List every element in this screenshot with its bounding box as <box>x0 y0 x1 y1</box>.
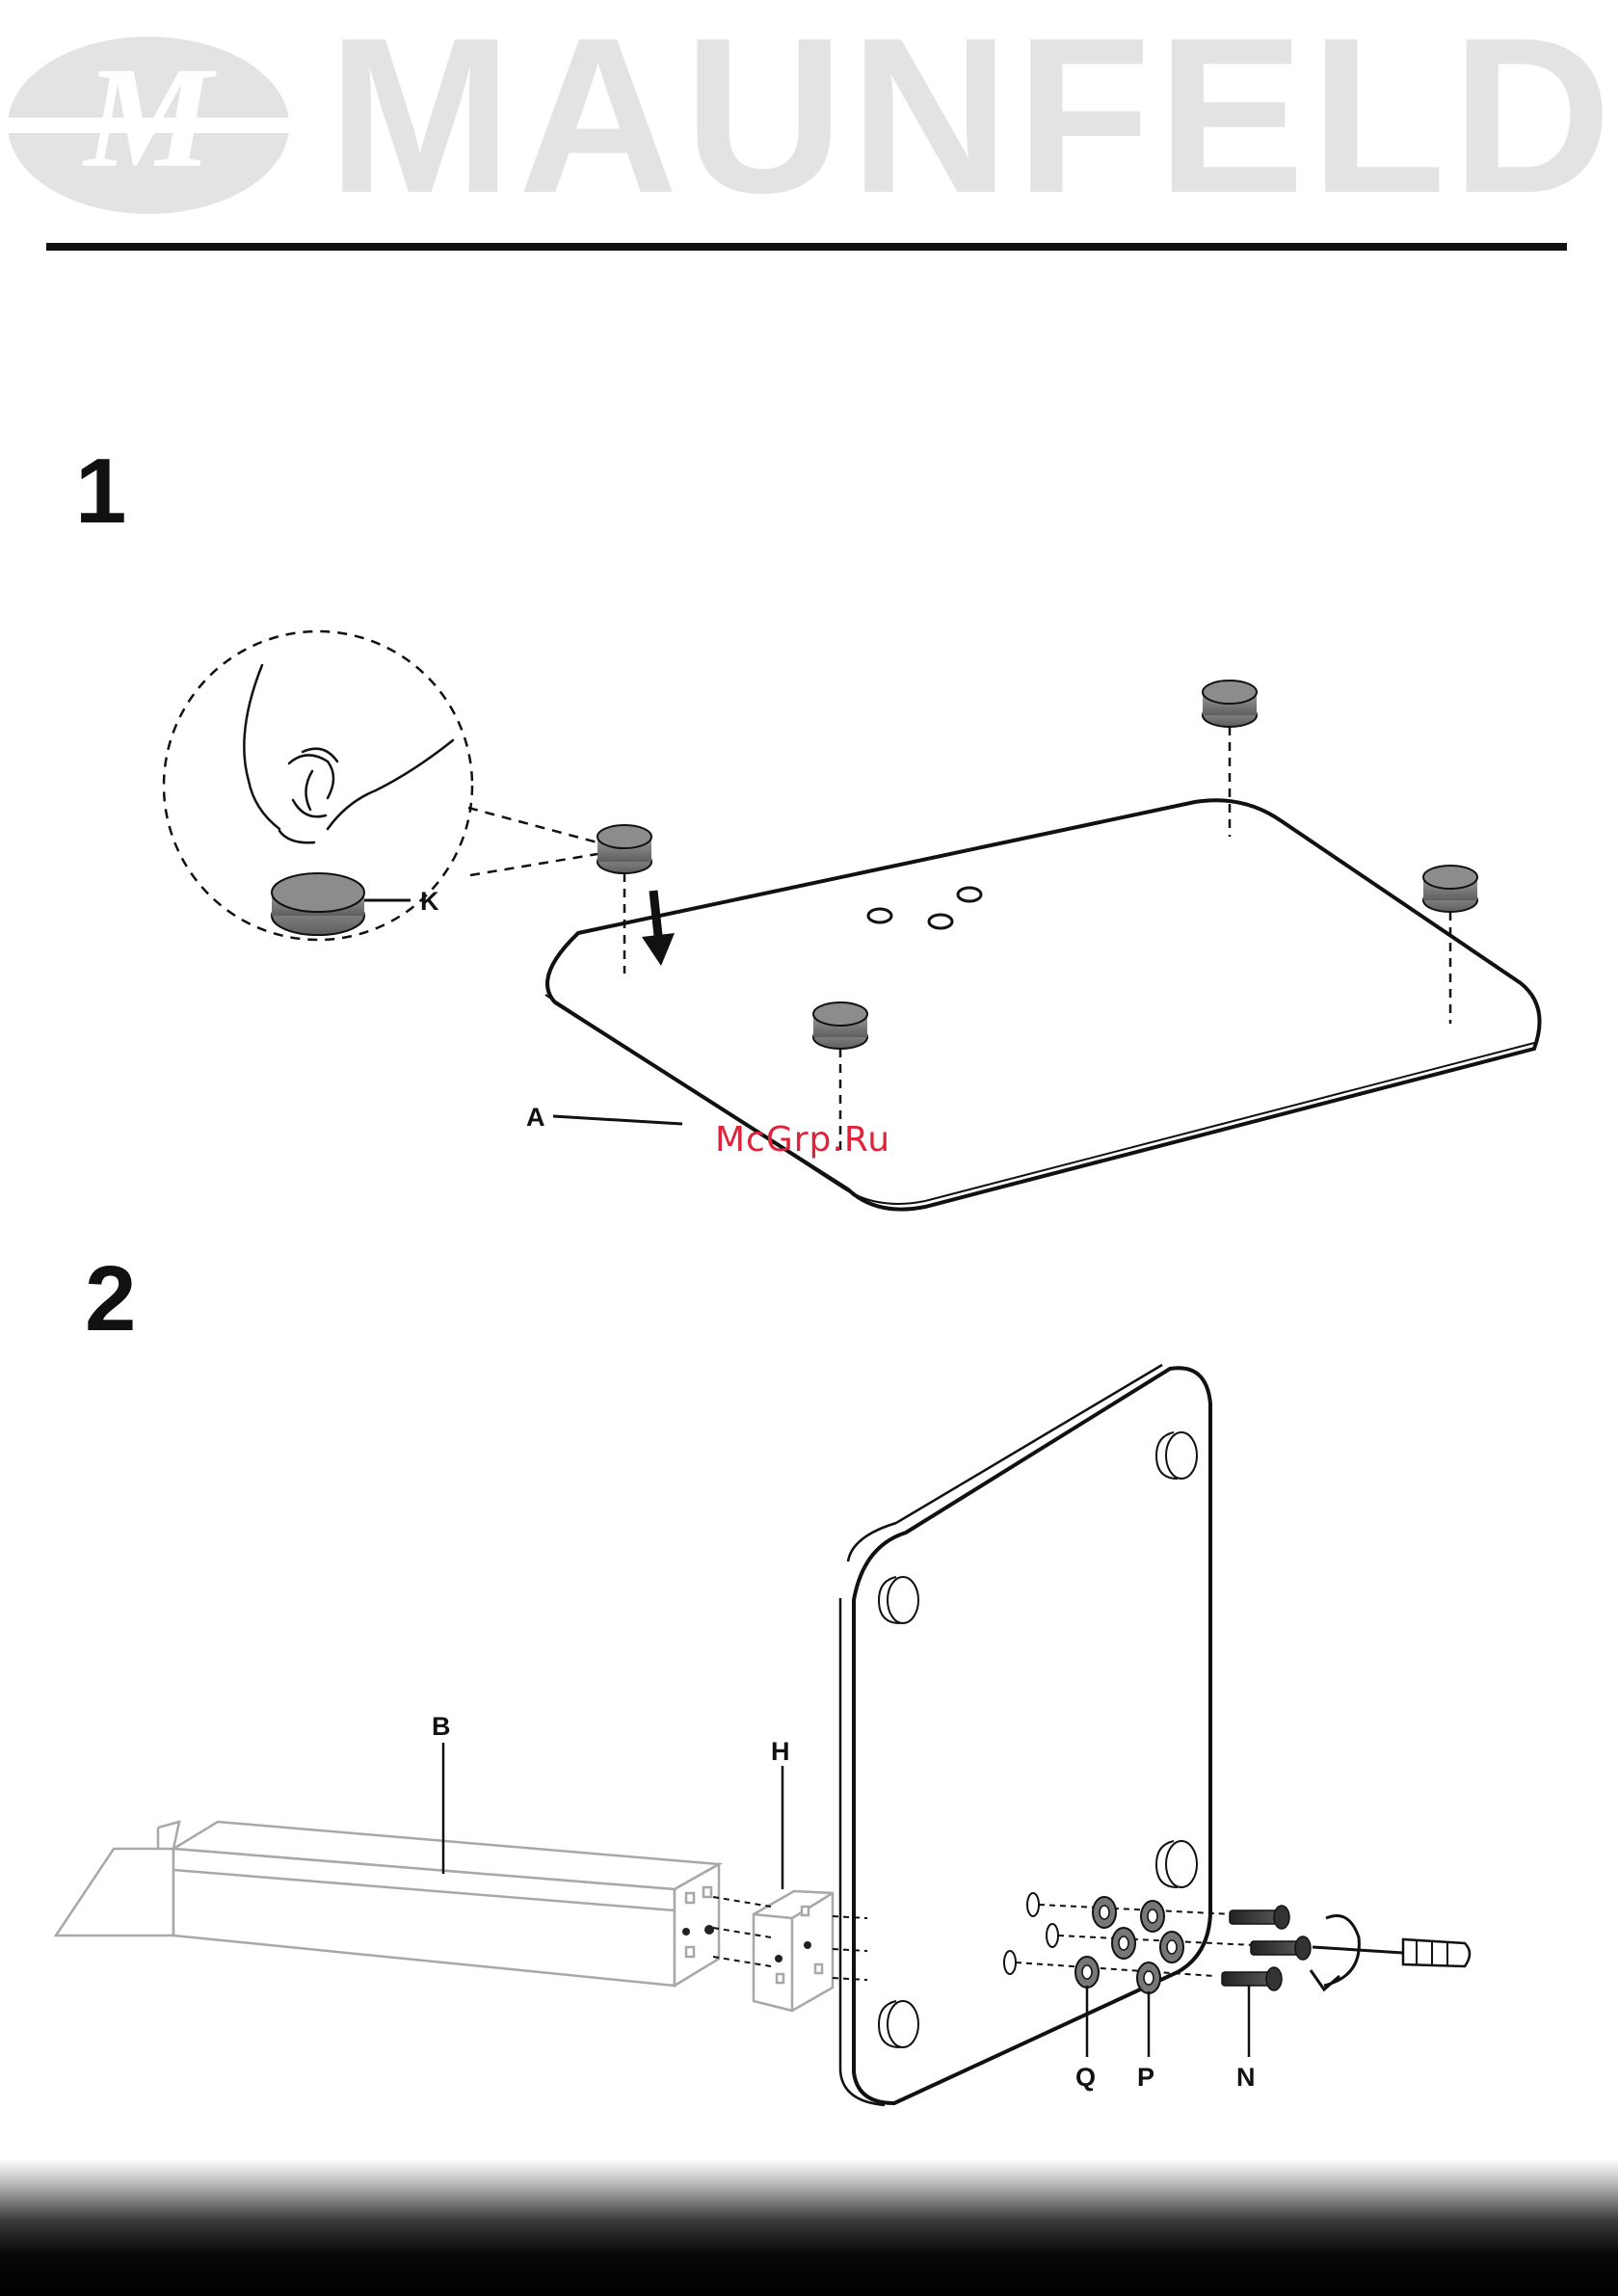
label-q: Q <box>1075 2063 1096 2092</box>
label-n: N <box>1236 2063 1256 2092</box>
rotate-arrow-icon <box>1311 1916 1359 1990</box>
footer-gradient-band <box>0 2159 1618 2296</box>
watermark-text: McGrp.Ru <box>715 1120 890 1160</box>
step2-figure: B H Q P N <box>56 1365 1470 2105</box>
label-k: K <box>420 887 439 916</box>
screw-n <box>1222 1906 1311 1990</box>
label-b: B <box>432 1712 451 1741</box>
base-plate-vertical <box>840 1365 1210 2105</box>
leader-a <box>553 1116 682 1124</box>
detail-callout <box>164 631 597 940</box>
bracket-h <box>754 1891 833 2011</box>
label-p: P <box>1137 2063 1154 2092</box>
base-plate-a <box>545 800 1540 1209</box>
label-h: H <box>771 1737 790 1766</box>
label-a: A <box>526 1103 545 1132</box>
column-b <box>56 1822 719 1986</box>
screwdriver-icon <box>1313 1939 1470 1966</box>
